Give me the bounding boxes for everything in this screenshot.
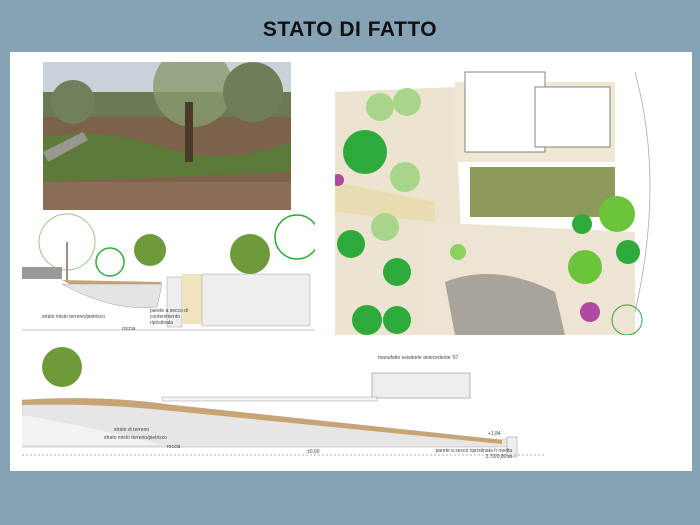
label-mixed-layer-long: strato misto terreno/pietrisco <box>104 435 168 441</box>
label-mixed-layer: strato misto terreno/pietrisco <box>42 314 106 320</box>
label-dry-wall-long: parete a secco ripristinata h media 0,70… <box>435 448 512 460</box>
label-existing-building: manufatto esistente antecedente '67 <box>378 355 459 361</box>
label-level: +1,84 <box>488 431 501 437</box>
label-rock: roccia <box>122 326 136 332</box>
label-rock-long: roccia <box>167 444 181 450</box>
slide-title: STATO DI FATTO <box>262 18 438 41</box>
site-photo <box>43 62 291 210</box>
site-plan-drawing <box>335 62 692 335</box>
label-dry-wall: parete a secco di contenimento ripristin… <box>150 308 189 326</box>
section-drawing-long: manufatto esistente antecedente '67 stra… <box>22 345 545 467</box>
label-datum: ±0,00 <box>307 449 320 455</box>
label-soil-layer: strato di terreno <box>114 427 150 433</box>
section-drawing-small: strato misto terreno/pietrisco roccia pa… <box>22 212 315 335</box>
